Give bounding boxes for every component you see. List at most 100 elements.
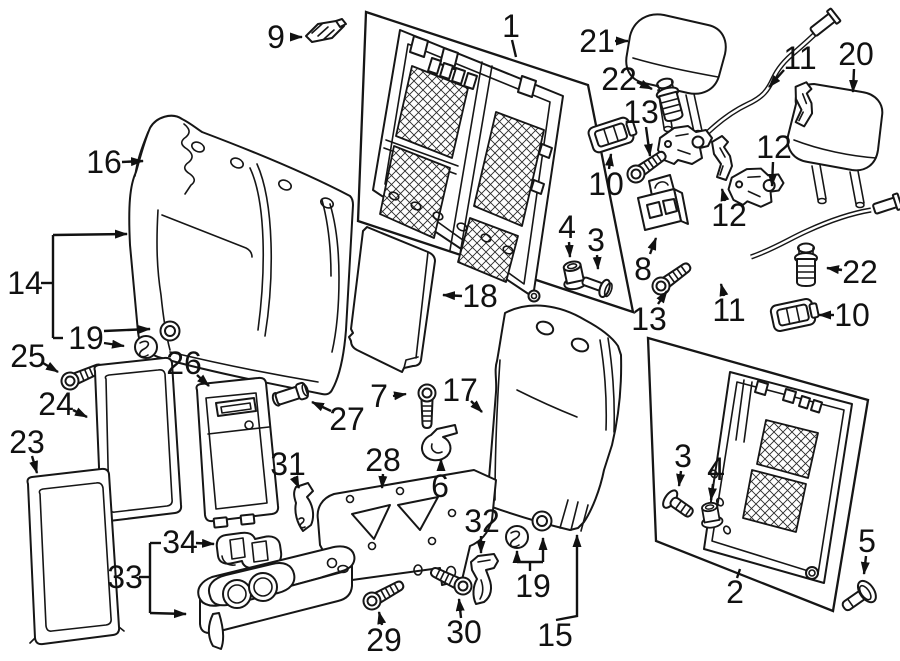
callout-label-11: 11 [783,40,816,76]
callout-label-31: 31 [270,446,306,482]
callout-leader-19 [103,325,151,335]
pivot-pin-27 [271,381,310,407]
seat-back-frame-large [372,29,564,303]
callout-leader-7 [392,391,407,401]
callout-leader-31 [289,475,301,489]
callout-label-20: 20 [838,36,874,72]
grommet-ring-right [531,510,553,532]
callout-leader-1 [510,39,518,58]
callout-leader-25 [42,361,59,374]
callout-leader-29 [377,611,387,626]
bracket-12-upper [711,135,733,181]
push-pin-3-upper [581,276,613,298]
callout-label-12: 12 [711,197,747,233]
callout-label-8: 8 [634,251,652,287]
callout-label-13: 13 [631,301,667,337]
callout-label-1: 1 [502,8,520,44]
callout-label-14: 14 [7,265,43,301]
grommet-ring-left [159,320,181,342]
callout-label-12: 12 [756,129,792,165]
bezel-clip-lower [768,296,822,334]
bolt-29 [359,575,408,614]
callout-label-5: 5 [858,523,876,559]
callout-leader-23 [29,455,39,474]
callout-leader-20 [849,68,859,93]
callout-leader-10 [604,153,614,170]
callout-label-24: 24 [38,386,74,422]
callout-leader-19 [103,339,125,349]
grommet-clip-left [134,335,158,359]
callout-leader-24 [72,407,88,419]
callout-leader-16 [121,157,144,167]
lever-bracket-32 [470,553,499,605]
callout-label-22: 22 [842,254,878,290]
callout-label-28: 28 [365,442,401,478]
callout-leader-8 [647,237,658,255]
callout-label-9: 9 [267,19,285,55]
callout-leader-34 [195,538,215,548]
callout-label-3: 3 [674,438,692,474]
callout-label-6: 6 [431,468,449,504]
callout-label-34: 34 [162,524,198,560]
callout-leader-2 [735,568,742,579]
back-panel-pad [348,226,436,373]
callout-label-4: 4 [707,451,725,487]
bolt-7 [417,383,437,429]
latch-trim-panel-26 [195,376,280,529]
callout-label-30: 30 [446,614,482,650]
callout-leader-33 [149,609,187,619]
callout-leader-22 [826,265,843,275]
callout-leader-28 [378,473,388,489]
callout-label-27: 27 [329,401,365,437]
callout-label-4: 4 [558,209,576,245]
striker-housing [637,174,689,231]
callout-leader-22 [636,79,653,91]
callout-leader-12 [720,188,730,202]
shoulder-pin-5 [841,579,877,612]
callout-leader-18 [442,291,463,301]
callout-label-17: 17 [442,372,478,408]
callout-leader-11 [719,283,729,297]
callout-label-3: 3 [587,222,605,258]
callout-label-15: 15 [537,617,573,653]
callout-label-19: 19 [68,320,104,356]
callout-leader-15 [555,534,582,622]
trim-panel-23 [26,467,125,646]
callout-leader-11 [768,69,785,88]
callout-label-19: 19 [515,568,551,604]
callout-label-33: 33 [107,559,143,595]
callout-leader-4 [564,241,574,258]
grommet-clip-right [505,525,529,549]
armrest-33 [197,545,356,650]
push-pin-3-lower [662,489,694,518]
callout-label-7: 7 [370,378,388,414]
callout-leader-12 [768,161,777,187]
callout-label-21: 21 [579,23,615,59]
callout-label-25: 25 [10,338,46,374]
callout-label-2: 2 [726,574,744,610]
callout-label-22: 22 [601,61,637,97]
callout-leader-5 [860,555,870,575]
callout-label-26: 26 [166,345,202,381]
callout-label-13: 13 [623,94,659,130]
callout-label-10: 10 [588,166,624,202]
callout-leader-17 [470,400,483,413]
callout-label-16: 16 [86,144,122,180]
frame-1-boundary-box [356,10,635,314]
spring-clip-9 [305,18,347,43]
side-bracket-31 [293,482,315,532]
callout-leader-14 [52,229,128,239]
callout-leader-3 [676,470,686,487]
callout-leader-13 [643,126,653,157]
callout-label-29: 29 [366,622,402,658]
latch-hook-6 [421,424,458,462]
callout-label-18: 18 [462,278,498,314]
callout-leader-30 [455,598,465,619]
guide-sleeve-lower [794,242,818,287]
seat-back-cover-right [486,304,623,532]
callout-leader-3 [592,254,602,270]
callout-leader-13 [656,290,668,305]
bolt-13-lower [648,257,696,299]
